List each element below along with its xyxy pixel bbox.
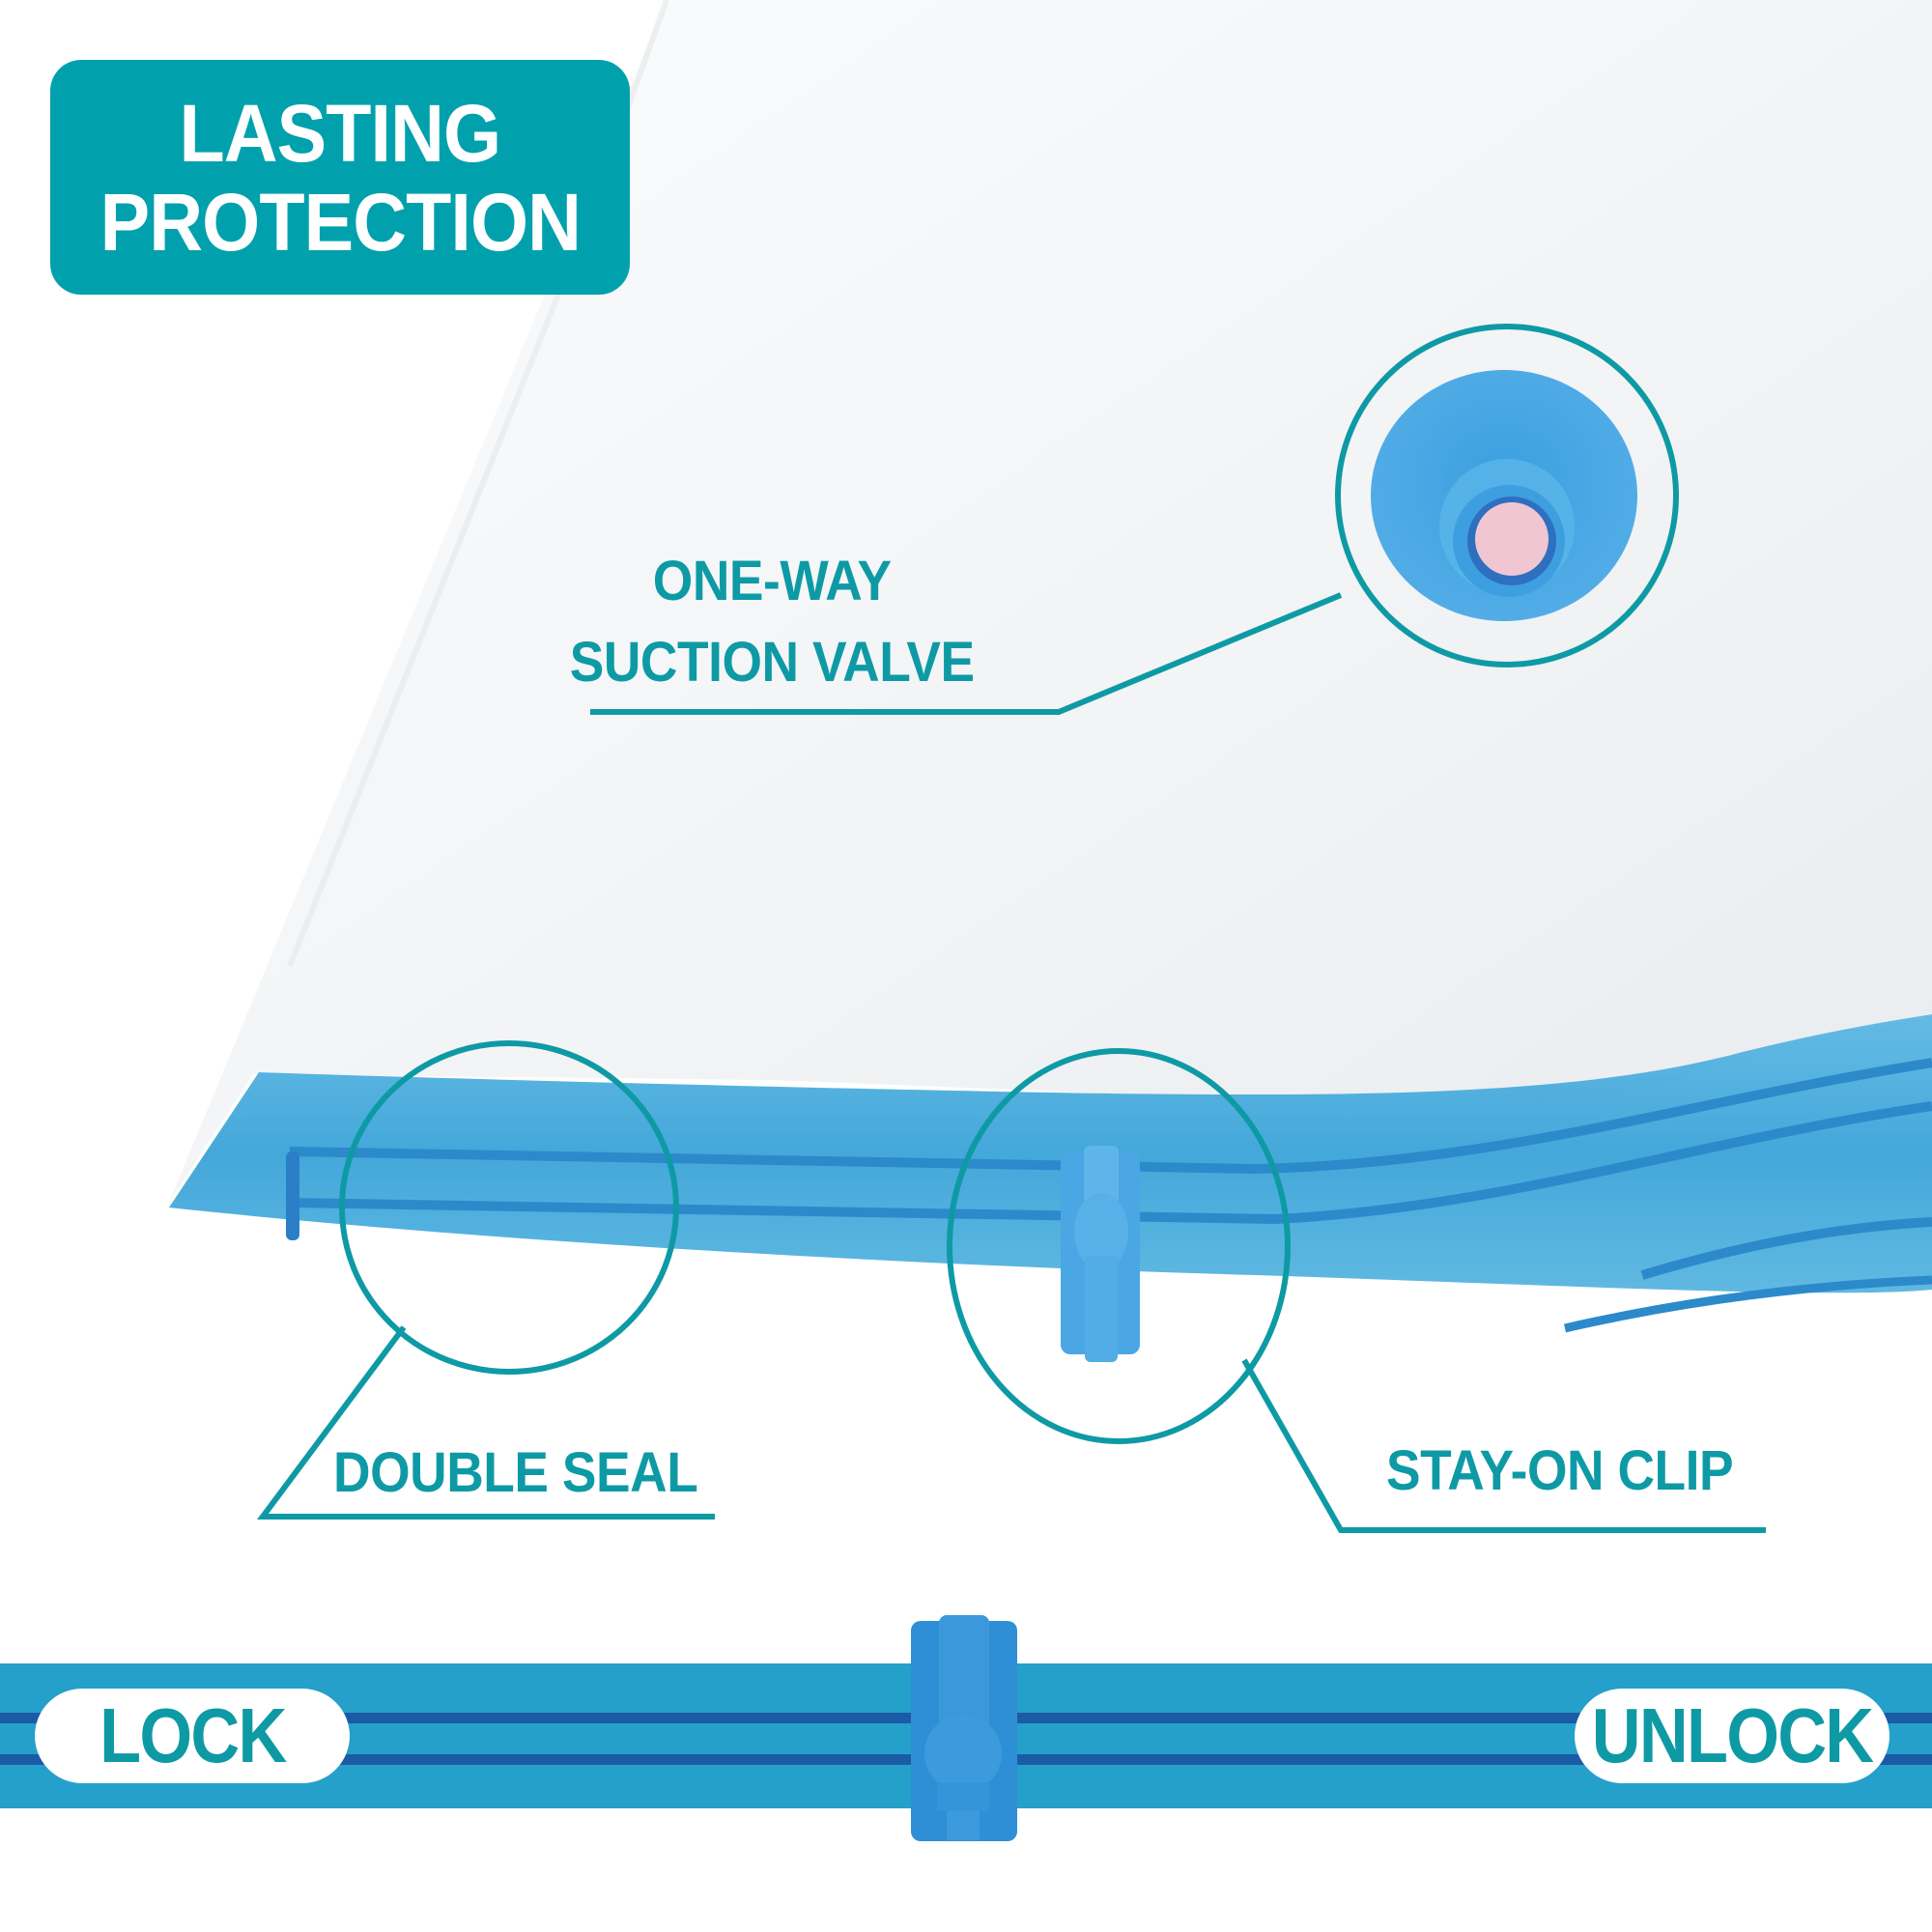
badge-line-2: PROTECTION [99, 176, 581, 268]
slider-clip-icon [911, 1615, 1017, 1841]
unlock-label-text: UNLOCK [1591, 1692, 1874, 1778]
unlock-label: UNLOCK [1575, 1689, 1889, 1783]
valve-leader-line [590, 592, 1343, 715]
clip-leader-line [1241, 1358, 1766, 1533]
clip-callout-label: STAY-ON CLIP [1386, 1439, 1734, 1502]
valve-label-line-2: SUCTION VALVE [569, 631, 975, 694]
badge-line-1: LASTING [179, 87, 502, 179]
seal-callout-circle [339, 1040, 679, 1375]
valve-callout-circle [1335, 324, 1679, 668]
valve-callout-label: ONE-WAY SUCTION VALVE [541, 541, 1003, 703]
lock-label-text: LOCK [99, 1692, 287, 1778]
callout-lines [257, 324, 1766, 1533]
lock-label: LOCK [35, 1689, 350, 1783]
zipper-seal-strip [169, 1014, 1932, 1333]
feature-badge: LASTING PROTECTION [50, 60, 630, 295]
seal-leader-line [257, 1325, 715, 1520]
valve-icon [1371, 370, 1637, 621]
clip-callout-circle [947, 1048, 1291, 1444]
valve-label-line-1: ONE-WAY [652, 550, 892, 612]
seal-callout-label: DOUBLE SEAL [333, 1441, 698, 1504]
clip-on-bag-icon [1061, 1146, 1140, 1362]
